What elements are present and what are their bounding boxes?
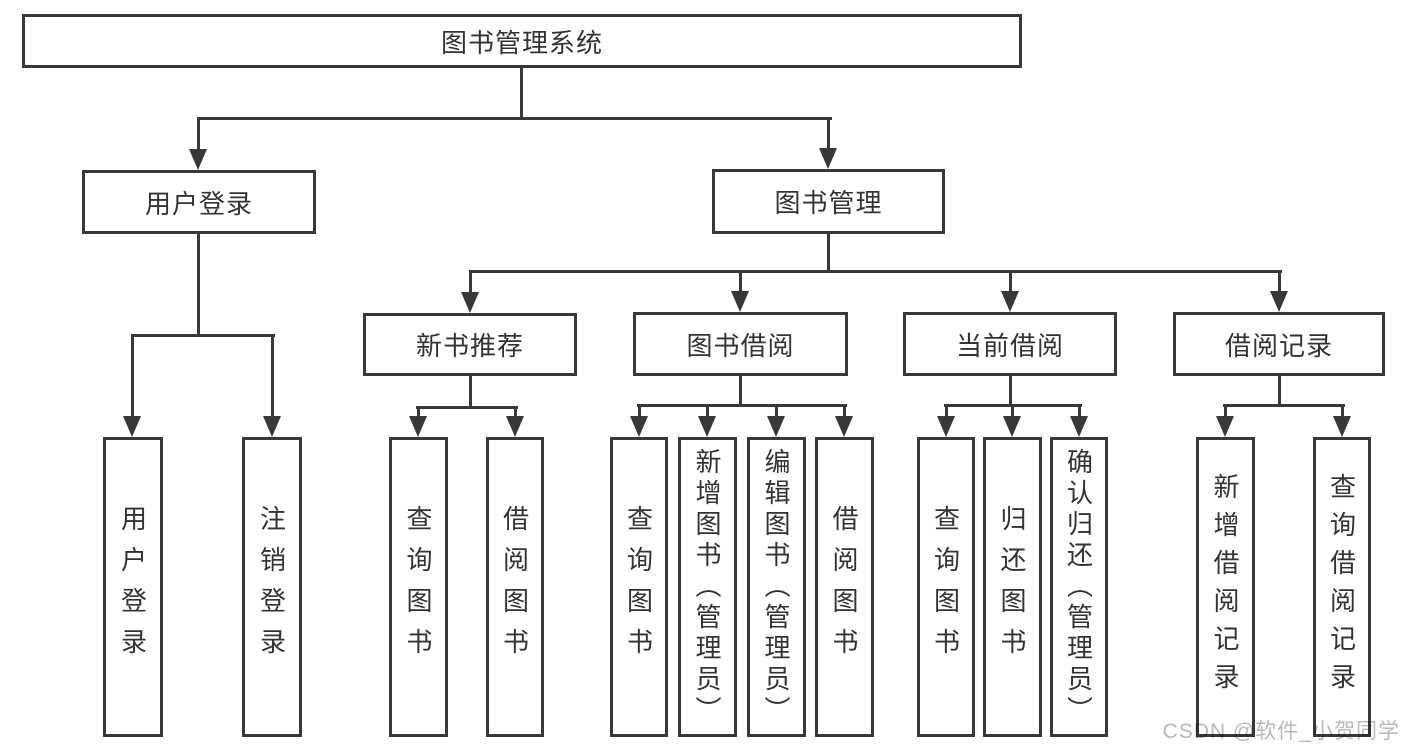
node-label: 查询图书: [930, 505, 961, 669]
node-borrow-books-2: 借阅图书: [815, 437, 874, 737]
arrow-stem: [842, 405, 846, 420]
node-label: 图书管理系统: [440, 27, 603, 58]
node-new-book-recommend: 新书推荐: [363, 313, 577, 376]
node-label: 用户登录: [117, 505, 148, 669]
arrow-stem: [637, 405, 641, 420]
connector-line: [196, 116, 832, 120]
arrow-stem: [705, 405, 709, 420]
node-label: 查询借阅记录: [1326, 473, 1357, 701]
arrowhead-down-icon: [1001, 291, 1019, 312]
arrow-stem: [1077, 405, 1081, 420]
node-label: 注销登录: [256, 505, 287, 669]
arrowhead-down-icon: [937, 416, 955, 437]
node-label: 归还图书: [997, 505, 1027, 669]
node-label: 新书推荐: [415, 331, 524, 361]
arrowhead-down-icon: [731, 291, 749, 312]
node-add-books-admin: 新增图书（管理员）: [678, 437, 737, 737]
node-add-borrow-record: 新增借阅记录: [1196, 437, 1255, 737]
node-current-borrow: 当前借阅: [903, 312, 1117, 376]
arrowhead-down-icon: [1216, 416, 1234, 437]
node-label: 查询图书: [403, 505, 433, 669]
node-label: 编辑图书（管理员）: [761, 447, 791, 727]
connector-line: [1277, 376, 1281, 406]
node-label: 新增图书（管理员）: [692, 447, 722, 727]
arrowhead-down-icon: [506, 416, 524, 437]
connector-line: [519, 68, 523, 119]
node-label: 查询图书: [623, 505, 654, 669]
arrow-stem: [416, 407, 420, 420]
node-edit-books-admin: 编辑图书（管理员）: [747, 437, 806, 737]
node-query-books-1: 查询图书: [389, 437, 448, 737]
node-label: 借阅记录: [1224, 330, 1333, 361]
node-label: 当前借阅: [955, 330, 1064, 361]
arrowhead-down-icon: [1333, 416, 1351, 437]
arrow-stem: [1008, 271, 1012, 295]
node-query-books-3: 查询图书: [917, 437, 975, 737]
node-return-books: 归还图书: [983, 437, 1042, 737]
arrowhead-down-icon: [1070, 416, 1088, 437]
connector-line: [1008, 376, 1012, 406]
arrowhead-down-icon: [819, 148, 837, 169]
node-logout-leaf: 注销登录: [242, 437, 302, 737]
connector-line: [130, 333, 275, 337]
arrow-stem: [1010, 405, 1014, 420]
arrow-stem: [1277, 271, 1281, 295]
arrowhead-down-icon: [1003, 416, 1021, 437]
arrowhead-down-icon: [1270, 291, 1288, 312]
node-label: 新增借阅记录: [1210, 473, 1240, 701]
arrowhead-down-icon: [698, 416, 716, 437]
arrowhead-down-icon: [263, 416, 281, 437]
arrow-stem: [270, 335, 274, 420]
node-label: 用户登录: [144, 188, 253, 219]
node-borrow-books-1: 借阅图书: [486, 437, 544, 737]
arrow-stem: [1223, 405, 1227, 420]
arrowhead-down-icon: [630, 416, 648, 437]
connector-line: [415, 405, 518, 409]
arrowhead-down-icon: [835, 416, 853, 437]
arrowhead-down-icon: [189, 149, 207, 170]
node-root: 图书管理系统: [22, 14, 1022, 68]
node-borrow-records: 借阅记录: [1173, 312, 1385, 376]
node-label: 借阅图书: [499, 505, 530, 669]
node-label: 图书借阅: [686, 330, 795, 361]
connector-line: [1222, 403, 1345, 407]
node-confirm-return-admin: 确认归还（管理员）: [1050, 437, 1108, 737]
node-query-borrow-record: 查询借阅记录: [1313, 437, 1371, 737]
node-label: 确认归还（管理员）: [1063, 447, 1094, 727]
node-user-login-group: 用户登录: [82, 170, 316, 234]
arrowhead-down-icon: [461, 292, 479, 313]
arrow-stem: [468, 271, 472, 296]
arrowhead-down-icon: [409, 416, 427, 437]
arrow-stem: [130, 335, 134, 420]
connector-line: [468, 269, 1282, 273]
arrow-stem: [196, 118, 200, 153]
connector-line: [636, 403, 847, 407]
node-user-login-leaf: 用户登录: [103, 437, 163, 737]
arrow-stem: [944, 405, 948, 420]
node-query-books-2: 查询图书: [610, 437, 668, 737]
arrowhead-down-icon: [767, 416, 785, 437]
node-label: 借阅图书: [829, 505, 859, 669]
csdn-watermark: CSDN @软件_小贺同学: [1162, 720, 1400, 743]
node-label: 图书管理: [774, 188, 883, 218]
arrow-stem: [826, 118, 830, 152]
arrowhead-down-icon: [123, 416, 141, 437]
arrow-stem: [1340, 405, 1344, 420]
connector-line: [826, 234, 830, 272]
node-book-management: 图书管理: [712, 169, 945, 234]
connector-line: [738, 376, 742, 406]
connector-line: [468, 376, 472, 408]
connector-line: [196, 234, 200, 336]
arrow-stem: [513, 407, 517, 420]
arrow-stem: [738, 271, 742, 295]
arrow-stem: [774, 405, 778, 420]
node-book-borrow: 图书借阅: [633, 312, 848, 376]
